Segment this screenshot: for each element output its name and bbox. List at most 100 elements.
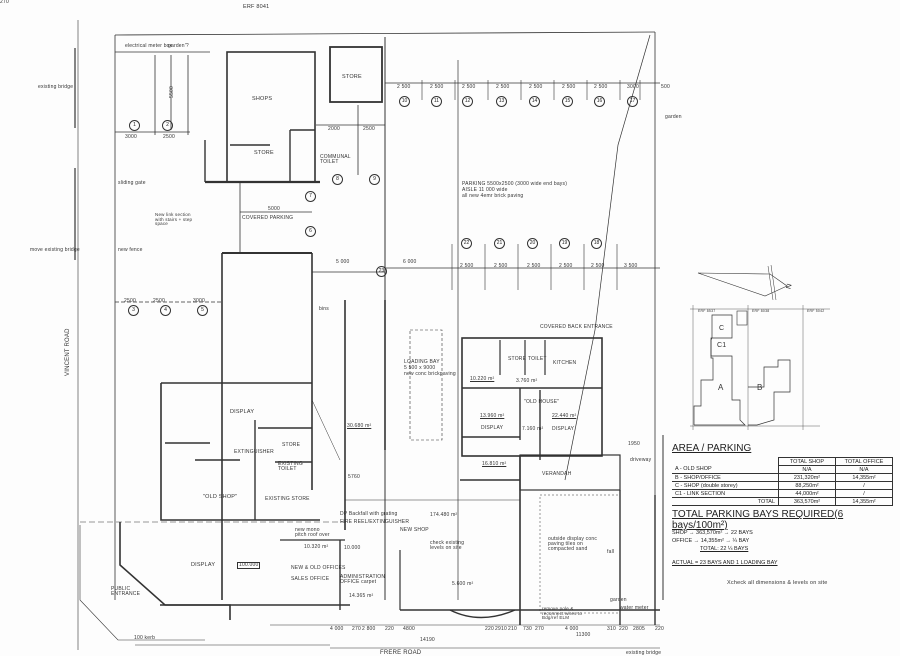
- area-label-1032: 10.320 m²: [304, 544, 329, 550]
- link-section-label: New link section with stairs + step spac…: [155, 212, 193, 226]
- table-row: B - SHOP/OFFICE 231,320m² 14,355m²: [672, 473, 893, 482]
- total-shop: 363,570m²: [778, 497, 836, 506]
- bay-number: 19: [559, 238, 570, 249]
- row-shop: 231,320m²: [778, 473, 836, 482]
- parking-bays-title: TOTAL PARKING BAYS REQUIRED(6 bays/100m²…: [672, 509, 844, 531]
- total-office: 14,355m²: [835, 497, 893, 506]
- covered-parking-label: COVERED PARKING: [242, 215, 294, 221]
- header-cell: [672, 458, 779, 466]
- bay-number: 3: [128, 305, 139, 316]
- garden-top-label: garden'?: [168, 43, 189, 49]
- room-loading-bay: LOADING BAY: [404, 359, 440, 365]
- dim-label: 2 500: [591, 263, 605, 269]
- area-label-3760: 3.760 m²: [516, 378, 538, 384]
- room-display-main: DISPLAY: [230, 409, 255, 415]
- area-label-10220: 10.220 m²: [470, 376, 495, 382]
- room-new-old-offices: NEW & OLD OFFICES: [291, 565, 346, 571]
- area-label-14365: 14.365 m²: [349, 593, 374, 599]
- table-row: C - SHOP (double storey) 88,250m² /: [672, 481, 893, 490]
- row-label: C - SHOP (double storey): [672, 481, 779, 490]
- bay-number: 4: [160, 305, 171, 316]
- remove-pole-label: remove pole & reconnect wires to Bdg/ref…: [542, 606, 583, 620]
- total-bays-line: TOTAL: 22 ¼ BAYS: [700, 546, 749, 552]
- bay-number: 9: [369, 174, 380, 185]
- room-existing-toilet: EXISTING TOILET: [278, 461, 303, 472]
- parking-note-2: AISLE 11 000 wide: [462, 187, 508, 193]
- dim-label: 4 000: [565, 626, 579, 632]
- dim-label: 2 500: [430, 84, 444, 90]
- new-mono-roof-label: new mono pitch roof over: [295, 527, 330, 538]
- key-block-c: C: [719, 325, 725, 332]
- dim-label: 2500: [153, 298, 165, 304]
- row-label: C1 - LINK SECTION: [672, 489, 779, 498]
- row-office: /: [835, 481, 893, 490]
- extinguisher-label: EXTINGUISHER: [234, 449, 274, 455]
- area-parking-title: AREA / PARKING: [672, 443, 752, 454]
- bay-number: 1: [129, 120, 140, 131]
- room-old-house: "OLD HOUSE": [524, 399, 560, 405]
- key-erf-label: ERF 5042: [807, 309, 825, 313]
- bay-number: 11: [431, 96, 442, 107]
- fall-label: fall: [607, 549, 615, 555]
- covered-back-entrance-label: COVERED BACK ENTRANCE: [540, 324, 613, 330]
- area-label-174: 174.480 m²: [430, 512, 458, 518]
- key-block-a: A: [718, 383, 724, 392]
- dim-label: 310: [607, 626, 616, 632]
- actual-bays-line: ACTUAL = 23 BAYS AND 1 LOADING BAY: [672, 560, 778, 566]
- dim-label: 270: [535, 626, 544, 632]
- row-label: A - OLD SHOP: [672, 465, 779, 474]
- dim-label: 3000: [193, 298, 205, 304]
- key-erf-label: ERF 8537: [698, 309, 716, 313]
- dim-label: 3000: [627, 84, 639, 90]
- bay-number: 22: [461, 238, 472, 249]
- dim-label: 2 500: [397, 84, 411, 90]
- check-dimensions-note: Xcheck all dimensions & levels on site: [727, 580, 828, 586]
- parking-note-3: all new 4emr brick paving: [462, 193, 524, 199]
- new-fence-label: new fence: [118, 247, 143, 253]
- water-meter-label: water meter: [620, 605, 649, 611]
- dim-label: 220: [485, 626, 494, 632]
- dp-gully-label: DP Backfall with grating: [340, 511, 398, 517]
- total-label: TOTAL: [672, 497, 779, 506]
- dim-label: 5500: [169, 86, 175, 98]
- row-office: /: [835, 489, 893, 498]
- dim-label: 500: [661, 84, 670, 90]
- dim-label: 2000: [328, 126, 340, 132]
- loading-bay-dims: 5 500 x 9000: [404, 365, 436, 371]
- dim-label: 2 500: [594, 84, 608, 90]
- key-block-c1: C1: [717, 342, 727, 349]
- dim-label: 2 500: [460, 263, 474, 269]
- room-shops: SHOPS: [252, 96, 273, 102]
- room-kitchen: KITCHEN: [553, 360, 577, 366]
- dim-label: 220: [655, 626, 664, 632]
- dim-label: 2500: [363, 126, 375, 132]
- dim-label: 2 500: [494, 263, 508, 269]
- area-label-5600: 5.600 m²: [452, 581, 474, 587]
- table-row: C1 - LINK SECTION 44,000m² /: [672, 489, 893, 498]
- dim-label: 2 800: [362, 626, 376, 632]
- dim-label: 270: [0, 0, 9, 5]
- check-levels-label: check existing levels on site: [430, 540, 465, 551]
- header-cell: TOTAL SHOP: [778, 457, 836, 466]
- bay-number: 6: [305, 226, 316, 237]
- bay-number: 8: [332, 174, 343, 185]
- bay-number: 20: [527, 238, 538, 249]
- table-header-row: TOTAL SHOP TOTAL OFFICE: [672, 457, 893, 466]
- dim-label: 220: [385, 626, 394, 632]
- sliding-gate-label: sliding gate: [118, 180, 146, 186]
- room-old-shop: "OLD SHOP": [203, 494, 238, 500]
- room-sales-office: SALES OFFICE: [291, 576, 330, 582]
- room-store-mid: STORE: [282, 442, 301, 448]
- bay-number: 21: [494, 238, 505, 249]
- parking-note-1: PARKING 5500x2500 (3000 wide end bays): [462, 181, 568, 187]
- dim-label: 270: [352, 626, 361, 632]
- bay-number: 14: [529, 96, 540, 107]
- row-shop: 88,250m²: [778, 481, 836, 490]
- loading-bay-note: new conc brickpaving: [404, 371, 456, 377]
- room-display-left: DISPLAY: [481, 425, 504, 431]
- fire-reel-label: FIRE REEL/EXTINGUISHER: [340, 519, 410, 525]
- dim-label: 2805: [633, 626, 645, 632]
- room-admin-office: ADMINISTRATION OFFICE carpet: [340, 574, 386, 585]
